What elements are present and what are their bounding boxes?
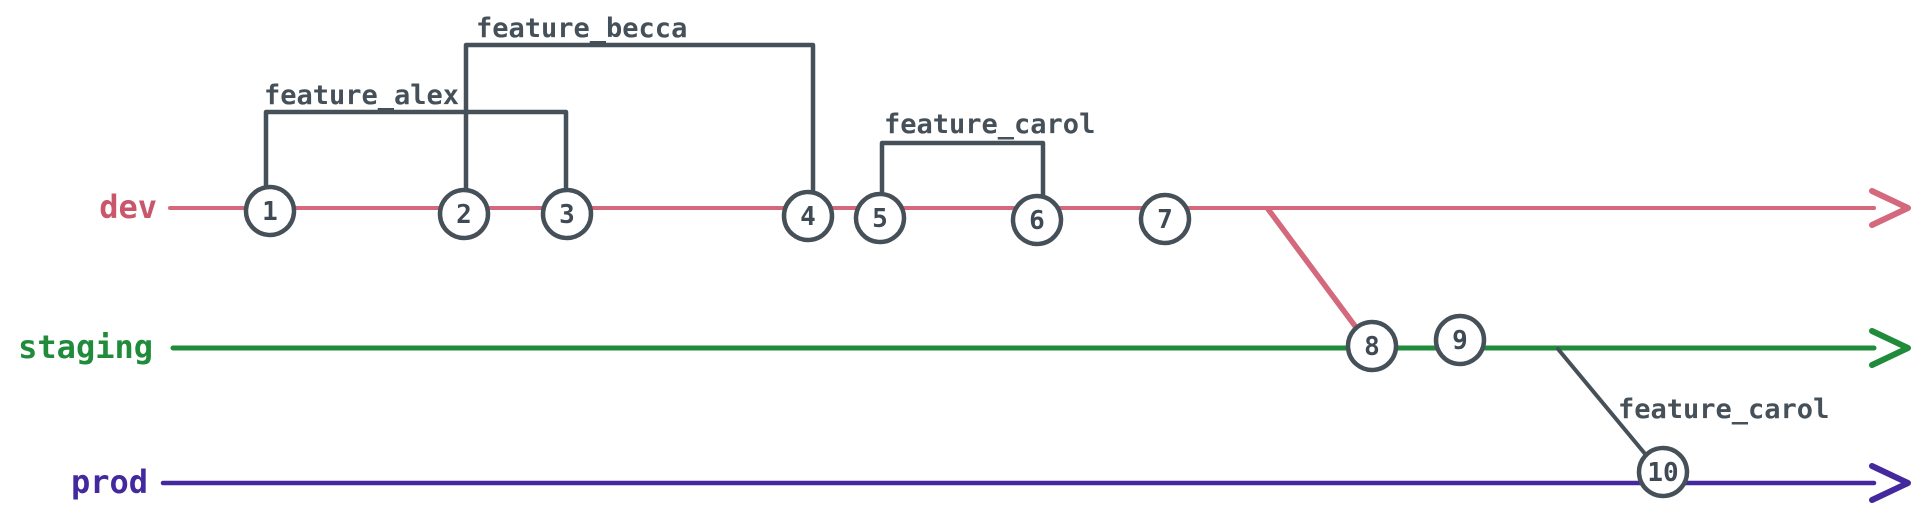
feature-label-feature_becca: feature_becca (476, 13, 687, 44)
commit-label: 1 (262, 197, 278, 227)
branch-arrowhead-prod-icon (1869, 463, 1911, 503)
feature-bracket-feature_carol (879, 140, 1046, 200)
commit-label: 9 (1452, 326, 1468, 356)
commit-node-10: 10 (1636, 445, 1690, 499)
merge-label-feature_carol: feature_carol (1618, 394, 1829, 425)
commit-node-5: 5 (853, 191, 907, 245)
branch-arrowhead-dev-icon (1869, 188, 1911, 228)
commit-node-8: 8 (1345, 319, 1399, 373)
commit-node-1: 1 (243, 184, 297, 238)
feature-bracket-feature_alex (263, 109, 569, 194)
commit-circle-3 (540, 187, 594, 241)
commit-label: 10 (1647, 458, 1678, 488)
feature-label-feature_alex: feature_alex (264, 80, 459, 111)
commit-node-2: 2 (437, 187, 491, 241)
branch-label-dev: dev (99, 188, 157, 226)
feature-bracket-feature_becca (463, 42, 816, 197)
merge-line-staging-to-prod (1556, 347, 1648, 457)
feature-label-feature_carol: feature_carol (884, 109, 1095, 140)
commit-node-7: 7 (1138, 192, 1192, 246)
commit-node-4: 4 (781, 189, 835, 243)
commit-circle-2 (437, 187, 491, 241)
commit-circle-4 (781, 189, 835, 243)
commit-circle-9 (1433, 313, 1487, 367)
commit-node-3: 3 (540, 187, 594, 241)
merge-line-dev-to-staging (1265, 206, 1361, 333)
branch-label-prod: prod (71, 463, 148, 501)
commit-label: 7 (1157, 205, 1173, 235)
commit-circle-6 (1010, 193, 1064, 247)
commit-node-6: 6 (1010, 193, 1064, 247)
commit-label: 5 (872, 204, 888, 234)
commit-label: 8 (1364, 332, 1380, 362)
commit-label: 6 (1029, 206, 1045, 236)
commit-circle-1 (243, 184, 297, 238)
commit-circle-5 (853, 191, 907, 245)
branch-arrowhead-staging-icon (1869, 328, 1911, 368)
commit-circle-8 (1345, 319, 1399, 373)
commit-label: 2 (456, 200, 472, 230)
commit-circle-7 (1138, 192, 1192, 246)
commit-circle-10 (1636, 445, 1690, 499)
commit-label: 3 (559, 200, 575, 230)
commit-node-9: 9 (1433, 313, 1487, 367)
branch-label-staging: staging (18, 328, 153, 366)
commit-label: 4 (800, 202, 816, 232)
